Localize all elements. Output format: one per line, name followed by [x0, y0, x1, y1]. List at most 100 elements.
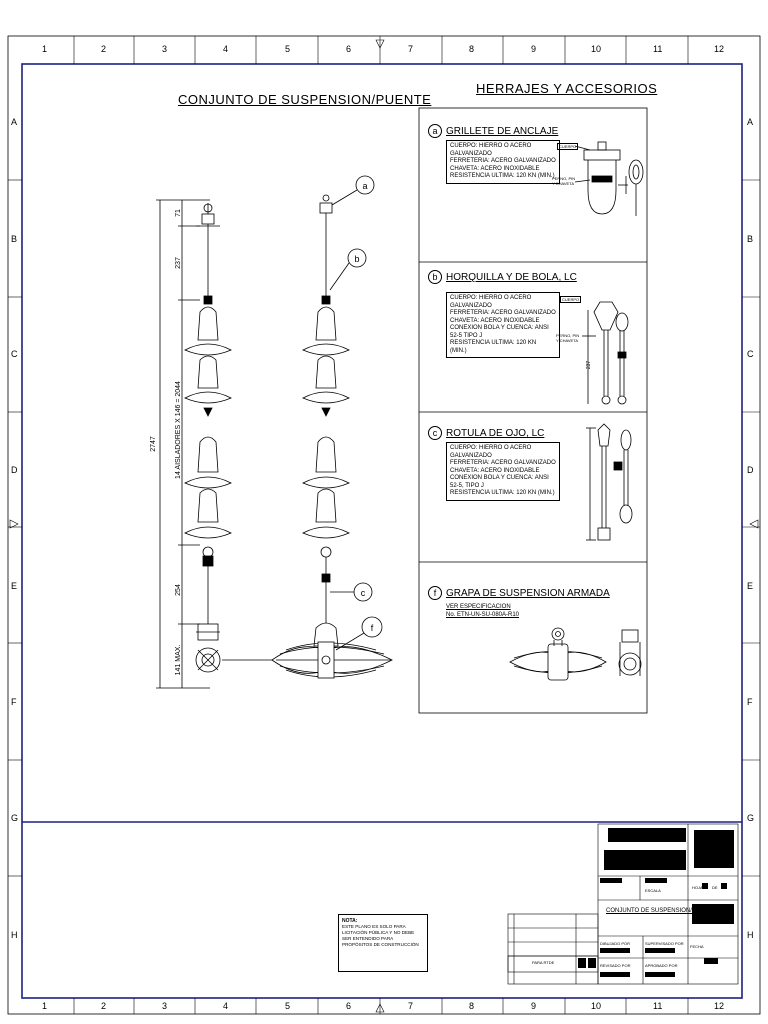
grid-row-e: E: [11, 581, 18, 591]
revisado-label: REVISADO POR: [600, 963, 631, 968]
label-perno-a: PERNO, PIN Y CHAVETA: [552, 176, 576, 186]
grid-col-8: 8: [469, 44, 475, 54]
callout-c: [330, 582, 373, 602]
outer-border: [7, 35, 761, 1015]
spec-line: (MIN.): [450, 347, 467, 354]
note-text: ESTE PLANO ES SOLO PARA LICITACIÓN PÚBLI…: [342, 924, 419, 947]
suspension-assembly-side: [271, 194, 393, 679]
spec-line: CHAVETA: ACERO INOXIDABLE: [450, 165, 540, 172]
label-237: 237: [586, 361, 592, 370]
center-mark-left: [9, 519, 19, 529]
grid-col-7-bottom: 7: [408, 1001, 414, 1011]
grid-col-9-bottom: 9: [531, 1001, 537, 1011]
redacted-field-7: [645, 972, 675, 977]
grid-ticks: [8, 36, 760, 1014]
redacted-field-4: [600, 948, 630, 953]
section-b-heading: b HORQUILLA Y DE BOLA, LC: [428, 270, 577, 284]
grid-row-a-right: A: [747, 117, 754, 127]
rev-label: PARA RTDE: [532, 960, 555, 965]
spec-line: RESISTENCIA ULTIMA: 120 KN: [450, 340, 537, 346]
hoja-label: HOJA: [692, 885, 703, 890]
redacted-field-12: [588, 958, 596, 968]
spec-line: FERRETERIA: ACERO GALVANIZADO: [450, 310, 556, 316]
redacted-field-3: [692, 904, 734, 924]
section-f-letter: f: [428, 586, 442, 600]
grid-col-12: 12: [714, 44, 725, 54]
redacted-field-10: [721, 883, 727, 889]
redacted-field-1: [600, 878, 622, 883]
grid-row-f-right: F: [747, 697, 753, 707]
grid-col-5: 5: [285, 44, 291, 54]
label-cuerpo-a: CUERPO: [557, 143, 579, 150]
grid-row-b: B: [11, 234, 18, 244]
section-f-spec: VER ESPECIFICACION No. ETN-UN-SU-080A-R1…: [446, 603, 519, 619]
spec-line: GALVANIZADO: [450, 452, 492, 459]
armour-grip-drawing: [509, 627, 642, 681]
note-heading: NOTA:: [342, 918, 358, 924]
section-c-letter: c: [428, 426, 442, 440]
grid-col-4: 4: [223, 44, 229, 54]
section-c-name: ROTULA DE OJO, LC: [446, 428, 545, 439]
section-c-heading: c ROTULA DE OJO, LC: [428, 426, 544, 440]
dim-237: 237: [175, 257, 182, 269]
section-a-heading: a GRILLETE DE ANCLAJE: [428, 124, 558, 138]
grid-col-1-bottom: 1: [42, 1001, 48, 1011]
center-mark-right: [749, 519, 759, 529]
callout-f-letter: f: [371, 623, 374, 633]
spec-line: CHAVETA: ACERO INOXIDABLE: [450, 317, 540, 324]
spec-line: CUERPO: HIERRO O ACERO: [450, 143, 532, 149]
grid-col-2: 2: [101, 44, 107, 54]
dibujado-label: DIBUJADO POR: [600, 941, 631, 946]
grid-col-2-bottom: 2: [101, 1001, 107, 1011]
spec-line: CONEXION BOLA Y CUENCA: ANSI: [450, 325, 549, 331]
dim-141: 141 MAX.: [175, 645, 182, 676]
redacted-field-11: [578, 958, 586, 968]
hardware-title: HERRAJES Y ACCESORIOS: [476, 81, 658, 96]
grid-col-11-bottom: 11: [653, 1001, 663, 1011]
section-c-spec: CUERPO: HIERRO O ACERO GALVANIZADO FERRE…: [446, 442, 560, 501]
callout-b: [329, 248, 367, 291]
section-b-name: HORQUILLA Y DE BOLA, LC: [446, 272, 577, 283]
grid-row-b-right: B: [747, 234, 754, 244]
spec-line: 52-5 TIPO J: [450, 332, 483, 339]
grid-col-4-bottom: 4: [223, 1001, 229, 1011]
callout-a-letter: a: [362, 181, 367, 191]
redacted-field-6: [600, 972, 630, 977]
grid-col-5-bottom: 5: [285, 1001, 291, 1011]
dim-2747: 2747: [150, 436, 157, 452]
escala-label: ESCALA: [645, 888, 661, 893]
section-b-letter: b: [428, 270, 442, 284]
grid-row-c-right: C: [747, 349, 754, 359]
redacted-logo-2: [604, 850, 686, 870]
aprobado-label: APROBADO POR: [645, 963, 678, 968]
section-a-name: GRILLETE DE ANCLAJE: [446, 126, 559, 137]
grid-row-d-right: D: [747, 465, 754, 475]
grid-row-e-right: E: [747, 581, 754, 591]
section-a-spec: CUERPO: HIERRO O ACERO GALVANIZADO FERRE…: [446, 140, 560, 184]
shackle-drawing: [574, 141, 644, 216]
section-f-heading: f GRAPA DE SUSPENSION ARMADA: [428, 586, 610, 600]
label-perno-b: PERNO, PIN Y CHAVETA: [556, 333, 580, 343]
section-b-spec: CUERPO: HIERRO O ACERO GALVANIZADO FERRE…: [446, 292, 560, 358]
grid-row-a: A: [11, 117, 18, 127]
clevis-drawing: [582, 301, 629, 405]
hardware-panel: [418, 107, 648, 714]
spec-line: 52-5, TIPO J: [450, 482, 484, 489]
grid-col-6-bottom: 6: [346, 1001, 352, 1011]
callout-f: [335, 616, 383, 651]
grid-row-c: C: [11, 349, 18, 359]
redacted-field-8: [704, 958, 718, 964]
fecha-label: FECHA: [690, 944, 704, 949]
section-a-letter: a: [428, 124, 442, 138]
section-f-name: GRAPA DE SUSPENSION ARMADA: [446, 588, 610, 599]
redacted-field-5: [645, 948, 675, 953]
center-mark-top: [375, 39, 385, 49]
grid-col-3: 3: [162, 44, 168, 54]
spec-line: RESISTENCIA ULTIMA: 120 KN (MIN.): [450, 173, 555, 179]
grid-row-h: H: [11, 930, 18, 940]
spec-line: CHAVETA: ACERO INOXIDABLE: [450, 467, 540, 474]
redacted-field-2: [645, 878, 667, 883]
spec-line: GALVANIZADO: [450, 302, 492, 309]
redacted-logo-1: [608, 828, 686, 842]
